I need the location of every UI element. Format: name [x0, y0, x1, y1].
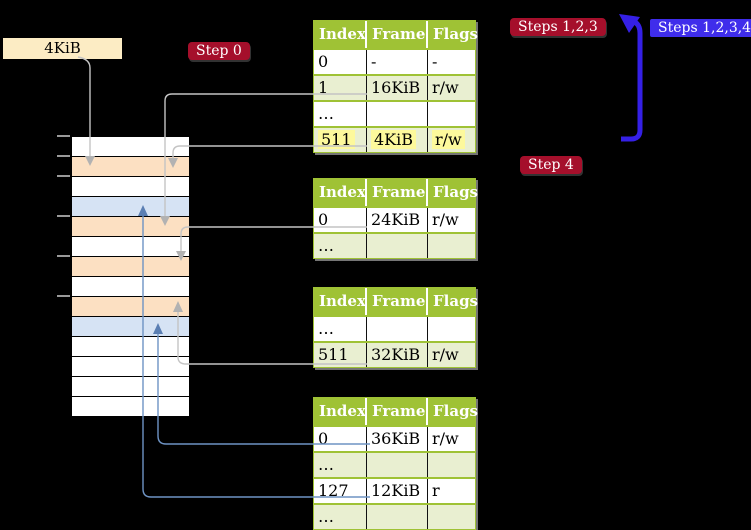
- table-cell: 1: [314, 76, 367, 100]
- memory-frame-row: [72, 337, 189, 357]
- page-size-box: 4KiB: [3, 38, 122, 59]
- memory-frame-row: [72, 297, 189, 317]
- table-row: 0--: [314, 48, 475, 74]
- table-header-cell: Frame: [367, 398, 428, 425]
- step0-badge: Step 0: [188, 42, 250, 60]
- physical-memory-column: [71, 136, 190, 417]
- table-cell: r/w: [432, 78, 459, 97]
- highlighted-value: 4KiB: [371, 130, 417, 149]
- table-cell: 0: [314, 427, 367, 451]
- address-tick: [57, 295, 70, 297]
- table-cell: r/w: [432, 429, 459, 448]
- table-cell: 16KiB: [367, 76, 428, 100]
- memory-frame-row: [72, 317, 189, 337]
- table-header-cell: Index: [314, 179, 367, 206]
- address-tick: [57, 255, 70, 257]
- table-row: …: [314, 451, 475, 477]
- table-header-cell: Frame: [367, 288, 428, 315]
- table-cell: 511: [314, 128, 367, 152]
- memory-frame-row: [72, 377, 189, 397]
- memory-frame-row: [72, 277, 189, 297]
- address-tick: [57, 215, 70, 217]
- table-cell: -: [432, 52, 438, 71]
- table-cell: 24KiB: [367, 208, 428, 232]
- memory-frame-row: [72, 357, 189, 377]
- memory-frame-row: [72, 257, 189, 277]
- table-header-cell: Flags: [433, 25, 478, 43]
- table-cell: 32KiB: [367, 343, 428, 367]
- table-cell: 511: [314, 343, 367, 367]
- table-cell: 0: [314, 50, 367, 74]
- table-row: …: [314, 232, 475, 258]
- table-header-cell: Index: [314, 21, 367, 48]
- memory-frame-row: [72, 197, 189, 217]
- table-row: …: [314, 503, 475, 529]
- memory-frame-row: [72, 177, 189, 197]
- table-header-cell: Flags: [433, 183, 478, 201]
- table-cell: [428, 453, 475, 477]
- step4-badge: Step 4: [520, 156, 582, 174]
- steps-loop-arrow-arrowhead: [619, 14, 640, 33]
- table-cell: …: [314, 453, 367, 477]
- table-header-cell: Flags: [433, 292, 478, 310]
- table-cell: r/w: [432, 345, 459, 364]
- table-cell: [428, 317, 475, 341]
- table-cell: [428, 102, 475, 126]
- memory-frame-row: [72, 137, 189, 157]
- table-cell: 127: [314, 479, 367, 503]
- address-tick: [57, 155, 70, 157]
- highlighted-value: 511: [318, 130, 355, 149]
- table-cell: …: [314, 505, 367, 529]
- table-cell: 12KiB: [367, 479, 428, 503]
- table-row: …: [314, 100, 475, 126]
- table-cell: 0: [314, 208, 367, 232]
- table-header-cell: Flags: [433, 402, 478, 420]
- table-cell: …: [314, 102, 367, 126]
- memory-frame-row: [72, 157, 189, 177]
- table-cell: 36KiB: [367, 427, 428, 451]
- memory-frame-row: [72, 217, 189, 237]
- table-cell: r/w: [428, 128, 475, 152]
- address-tick: [57, 135, 70, 137]
- table-cell: [367, 317, 428, 341]
- memory-frame-row: [72, 397, 189, 416]
- memory-frame-row: [72, 237, 189, 257]
- table-cell: [428, 505, 475, 529]
- table-cell: [367, 102, 428, 126]
- table-cell: …: [314, 317, 367, 341]
- table-cell: [428, 234, 475, 258]
- table-cell: [367, 505, 428, 529]
- table-row: …: [314, 315, 475, 341]
- table-header-cell: Index: [314, 398, 367, 425]
- address-tick: [57, 175, 70, 177]
- steps-loop-arrow-line: [621, 18, 643, 142]
- table-cell: [367, 453, 428, 477]
- table-cell: r/w: [432, 210, 459, 229]
- table-row: 511 4KiB r/w: [314, 126, 475, 152]
- table-cell: r: [432, 481, 440, 500]
- table-header-cell: Index: [314, 288, 367, 315]
- table-cell: [367, 234, 428, 258]
- steps-1234-badge: Steps 1,2,3,4: [650, 19, 751, 37]
- table-cell: 4KiB: [367, 128, 428, 152]
- table-header-cell: Frame: [367, 21, 428, 48]
- table-cell: …: [314, 234, 367, 258]
- table-cell: -: [367, 50, 428, 74]
- table-header-cell: Frame: [367, 179, 428, 206]
- steps-123-badge: Steps 1,2,3: [510, 18, 606, 36]
- highlighted-value: r/w: [432, 130, 465, 149]
